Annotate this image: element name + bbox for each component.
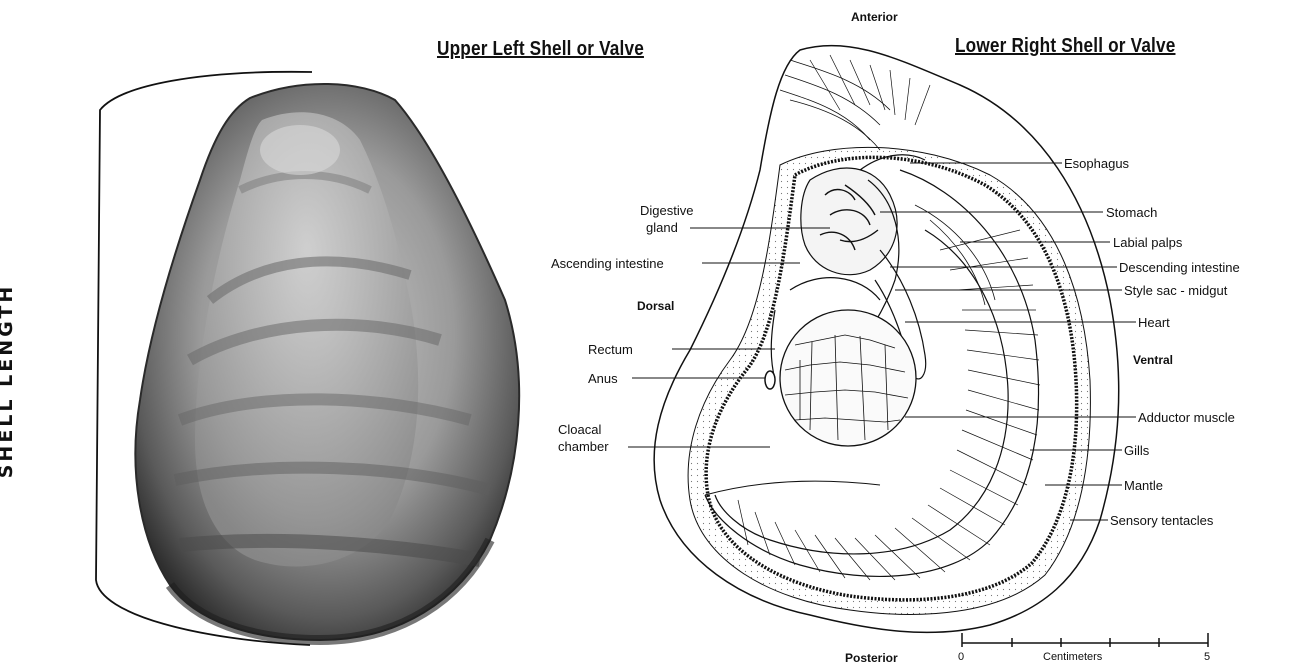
ventral-label: Ventral (1133, 353, 1173, 367)
label-adductor-muscle: Adductor muscle (1138, 410, 1235, 425)
dorsal-label: Dorsal (637, 299, 674, 313)
anterior-label: Anterior (851, 10, 898, 24)
upper-left-title: Upper Left Shell or Valve (437, 38, 644, 61)
label-anus: Anus (588, 371, 618, 386)
label-style-sac: Style sac - midgut (1124, 283, 1227, 298)
scale-start: 0 (958, 651, 964, 663)
label-esophagus: Esophagus (1064, 156, 1129, 171)
lower-right-title: Lower Right Shell or Valve (955, 35, 1175, 58)
label-mantle: Mantle (1124, 478, 1163, 493)
label-rectum: Rectum (588, 342, 633, 357)
posterior-label: Posterior (845, 651, 898, 665)
label-digestive-gland-line2: gland (646, 220, 678, 235)
upper-left-shell-illustration (135, 84, 519, 640)
scale-bar (962, 633, 1208, 647)
lower-right-shell-diagram (654, 45, 1119, 632)
label-cloacal-chamber-line1: Cloacal (558, 422, 601, 437)
label-stomach: Stomach (1106, 205, 1157, 220)
label-gills: Gills (1124, 443, 1149, 458)
label-descending-intestine: Descending intestine (1119, 260, 1240, 275)
label-labial-palps: Labial palps (1113, 235, 1182, 250)
scale-unit: Centimeters (1043, 651, 1102, 663)
label-ascending-intestine: Ascending intestine (551, 256, 664, 271)
label-sensory-tentacles: Sensory tentacles (1110, 513, 1213, 528)
scale-end: 5 (1204, 651, 1210, 663)
shell-length-label: SHELL LENGTH (0, 281, 17, 481)
label-heart: Heart (1138, 315, 1170, 330)
label-cloacal-chamber-line2: chamber (558, 439, 609, 454)
label-digestive-gland-line1: Digestive (640, 203, 693, 218)
